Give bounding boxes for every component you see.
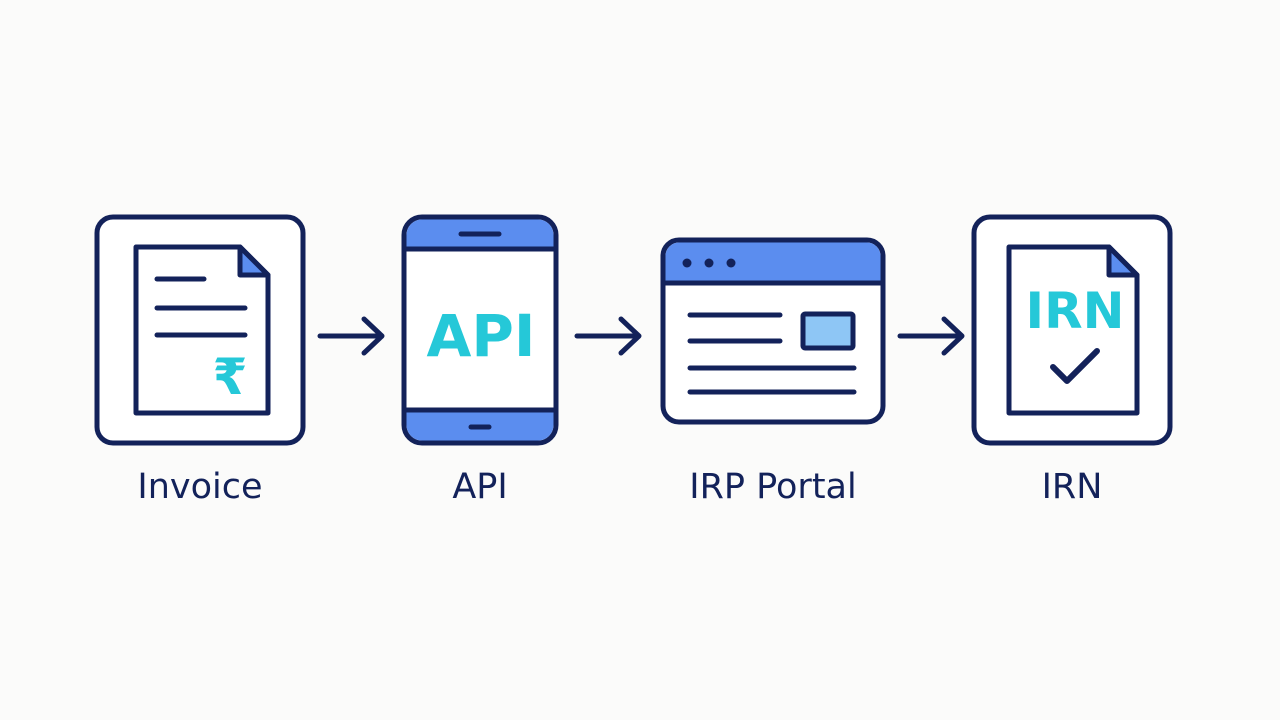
arrow-right-icon <box>897 316 965 356</box>
rupee-glyph: ₹ <box>213 348 248 406</box>
invoice-node: ₹ <box>94 214 306 446</box>
irn-node: IRN <box>971 214 1173 446</box>
arrow-portal-to-irn <box>896 314 966 358</box>
arrow-api-to-portal <box>573 314 643 358</box>
arrow-right-icon <box>317 316 385 356</box>
irn-glyph: IRN <box>1026 282 1125 340</box>
irp-portal-node <box>660 237 886 425</box>
api-label: API <box>452 467 508 507</box>
irn-label: IRN <box>1041 467 1103 507</box>
api-glyph: API <box>427 302 536 370</box>
invoice-label: Invoice <box>137 467 263 507</box>
arrow-invoice-to-api <box>316 314 386 358</box>
arrow-right-icon <box>574 316 642 356</box>
irp-portal-label: IRP Portal <box>689 467 857 507</box>
api-node: API <box>401 214 559 446</box>
checkmark-icon <box>1050 348 1100 384</box>
mobile-device-icon: API <box>401 214 559 446</box>
invoice-document-icon: ₹ <box>94 214 306 446</box>
checked-document-icon: IRN <box>971 214 1173 446</box>
browser-window-icon <box>660 237 886 425</box>
